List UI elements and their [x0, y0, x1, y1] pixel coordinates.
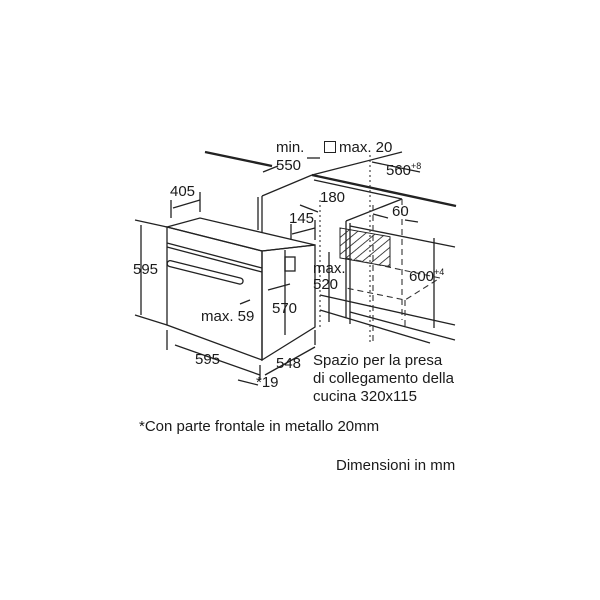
dim-height-595: 595 [133, 261, 159, 278]
dim-560-value: 560 [386, 162, 412, 179]
socket-area [339, 227, 391, 268]
dim-600-value: 600 [409, 268, 435, 285]
footnote: *Con parte frontale in metallo 20mm [139, 418, 380, 435]
dim-405: 405 [170, 183, 196, 200]
dim-min-label: min. [276, 139, 305, 156]
dim-note-19: *19 [256, 374, 279, 391]
dim-570: 570 [272, 300, 298, 317]
dim-max-520: 520 [313, 276, 339, 293]
dim-180: 180 [320, 189, 346, 206]
oven-door-handle [166, 259, 244, 285]
dim-560-tolerance: +8 [411, 161, 422, 171]
dim-max-20: max. 20 [324, 139, 392, 157]
dim-width-595: 595 [195, 351, 221, 368]
dim-60: 60 [392, 203, 409, 220]
square-icon [324, 141, 336, 153]
units-note: Dimensioni in mm [336, 457, 456, 474]
socket-note-line-3: cucina 320x115 [313, 388, 417, 405]
dim-600: 600+4 [409, 263, 444, 286]
dim-600-tolerance: +4 [434, 267, 445, 277]
dim-max-20-text: max. 20 [339, 139, 393, 156]
oven-side-bracket [284, 256, 296, 272]
dim-min-550: 550 [276, 157, 302, 174]
countertop-edge-left [204, 150, 273, 168]
dim-548: 548 [276, 355, 302, 372]
dim-max-59: max. 59 [201, 308, 255, 325]
dim-max-label: max. [313, 260, 346, 277]
socket-note-line-2: di collegamento della [313, 370, 454, 387]
oven-side [261, 244, 316, 362]
countertop-edge-right [311, 173, 457, 208]
dim-145: 145 [289, 210, 315, 227]
socket-note-line-1: Spazio per la presa [313, 352, 443, 369]
dim-560: 560+8 [386, 157, 421, 180]
